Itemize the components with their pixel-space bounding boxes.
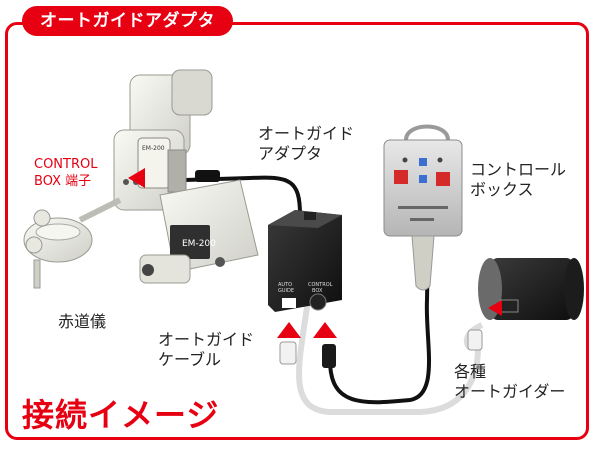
label-control-box-port-line1: CONTROL (34, 157, 98, 172)
label-control-box-port: CONTROL BOX 端子 (34, 156, 97, 190)
mount-panel-text: EM-200 (142, 145, 165, 152)
autoguide-black-cable (328, 238, 431, 405)
arrow-autoguide-port (277, 322, 301, 338)
adapter-label-autoguide: AUTO (278, 282, 292, 288)
label-autoguiders-line2: オートガイダー (454, 382, 566, 401)
control-box-port (309, 293, 327, 311)
label-autoguiders-line1: 各種 (454, 362, 487, 381)
adapter-label-control: CONTROL (308, 282, 333, 288)
connection-image-title: 接続イメージ (22, 396, 220, 434)
counterweight (23, 197, 122, 289)
arrow-guider-port (488, 300, 502, 316)
arrow-control-box-terminal (128, 168, 145, 188)
adapter-label-box: BOX (312, 288, 323, 294)
label-control-box-port-line2: BOX 端子 (34, 174, 92, 189)
label-autoguide-adapter-line2: アダプタ (258, 144, 323, 163)
label-autoguide-adapter-line1: オートガイド (258, 124, 355, 143)
arrow-control-box-port (313, 322, 337, 338)
label-autoguide-cable-line2: ケーブル (158, 350, 222, 369)
mount-model-text: EM-200 (182, 239, 216, 249)
label-autoguide-adapter: オートガイド アダプタ (258, 124, 354, 164)
label-mount: 赤道儀 (58, 312, 107, 331)
label-control-box-line1: コントロール (470, 160, 567, 179)
label-autoguide-cable-line1: オートガイド (158, 330, 255, 349)
rj-plug-guider (467, 329, 483, 351)
label-control-box: コントロール ボックス (470, 160, 566, 200)
title-tab: オートガイドアダプタ (22, 6, 233, 36)
equatorial-mount (23, 69, 259, 289)
label-autoguiders: 各種 オートガイダー (454, 362, 565, 402)
adapter-to-mount-cable (183, 175, 302, 217)
label-autoguide-cable: オートガイド ケーブル (158, 330, 254, 370)
adapter-label-guide: GUIDE (278, 288, 294, 294)
control-box (383, 124, 463, 291)
autoguide-port (282, 298, 296, 308)
white-guider-cable (296, 297, 481, 415)
diagram-frame (5, 22, 589, 440)
din-plug (322, 344, 336, 368)
autoguide-adapter (268, 210, 342, 312)
label-control-box-line2: ボックス (470, 180, 534, 199)
rj-plug (279, 341, 297, 365)
